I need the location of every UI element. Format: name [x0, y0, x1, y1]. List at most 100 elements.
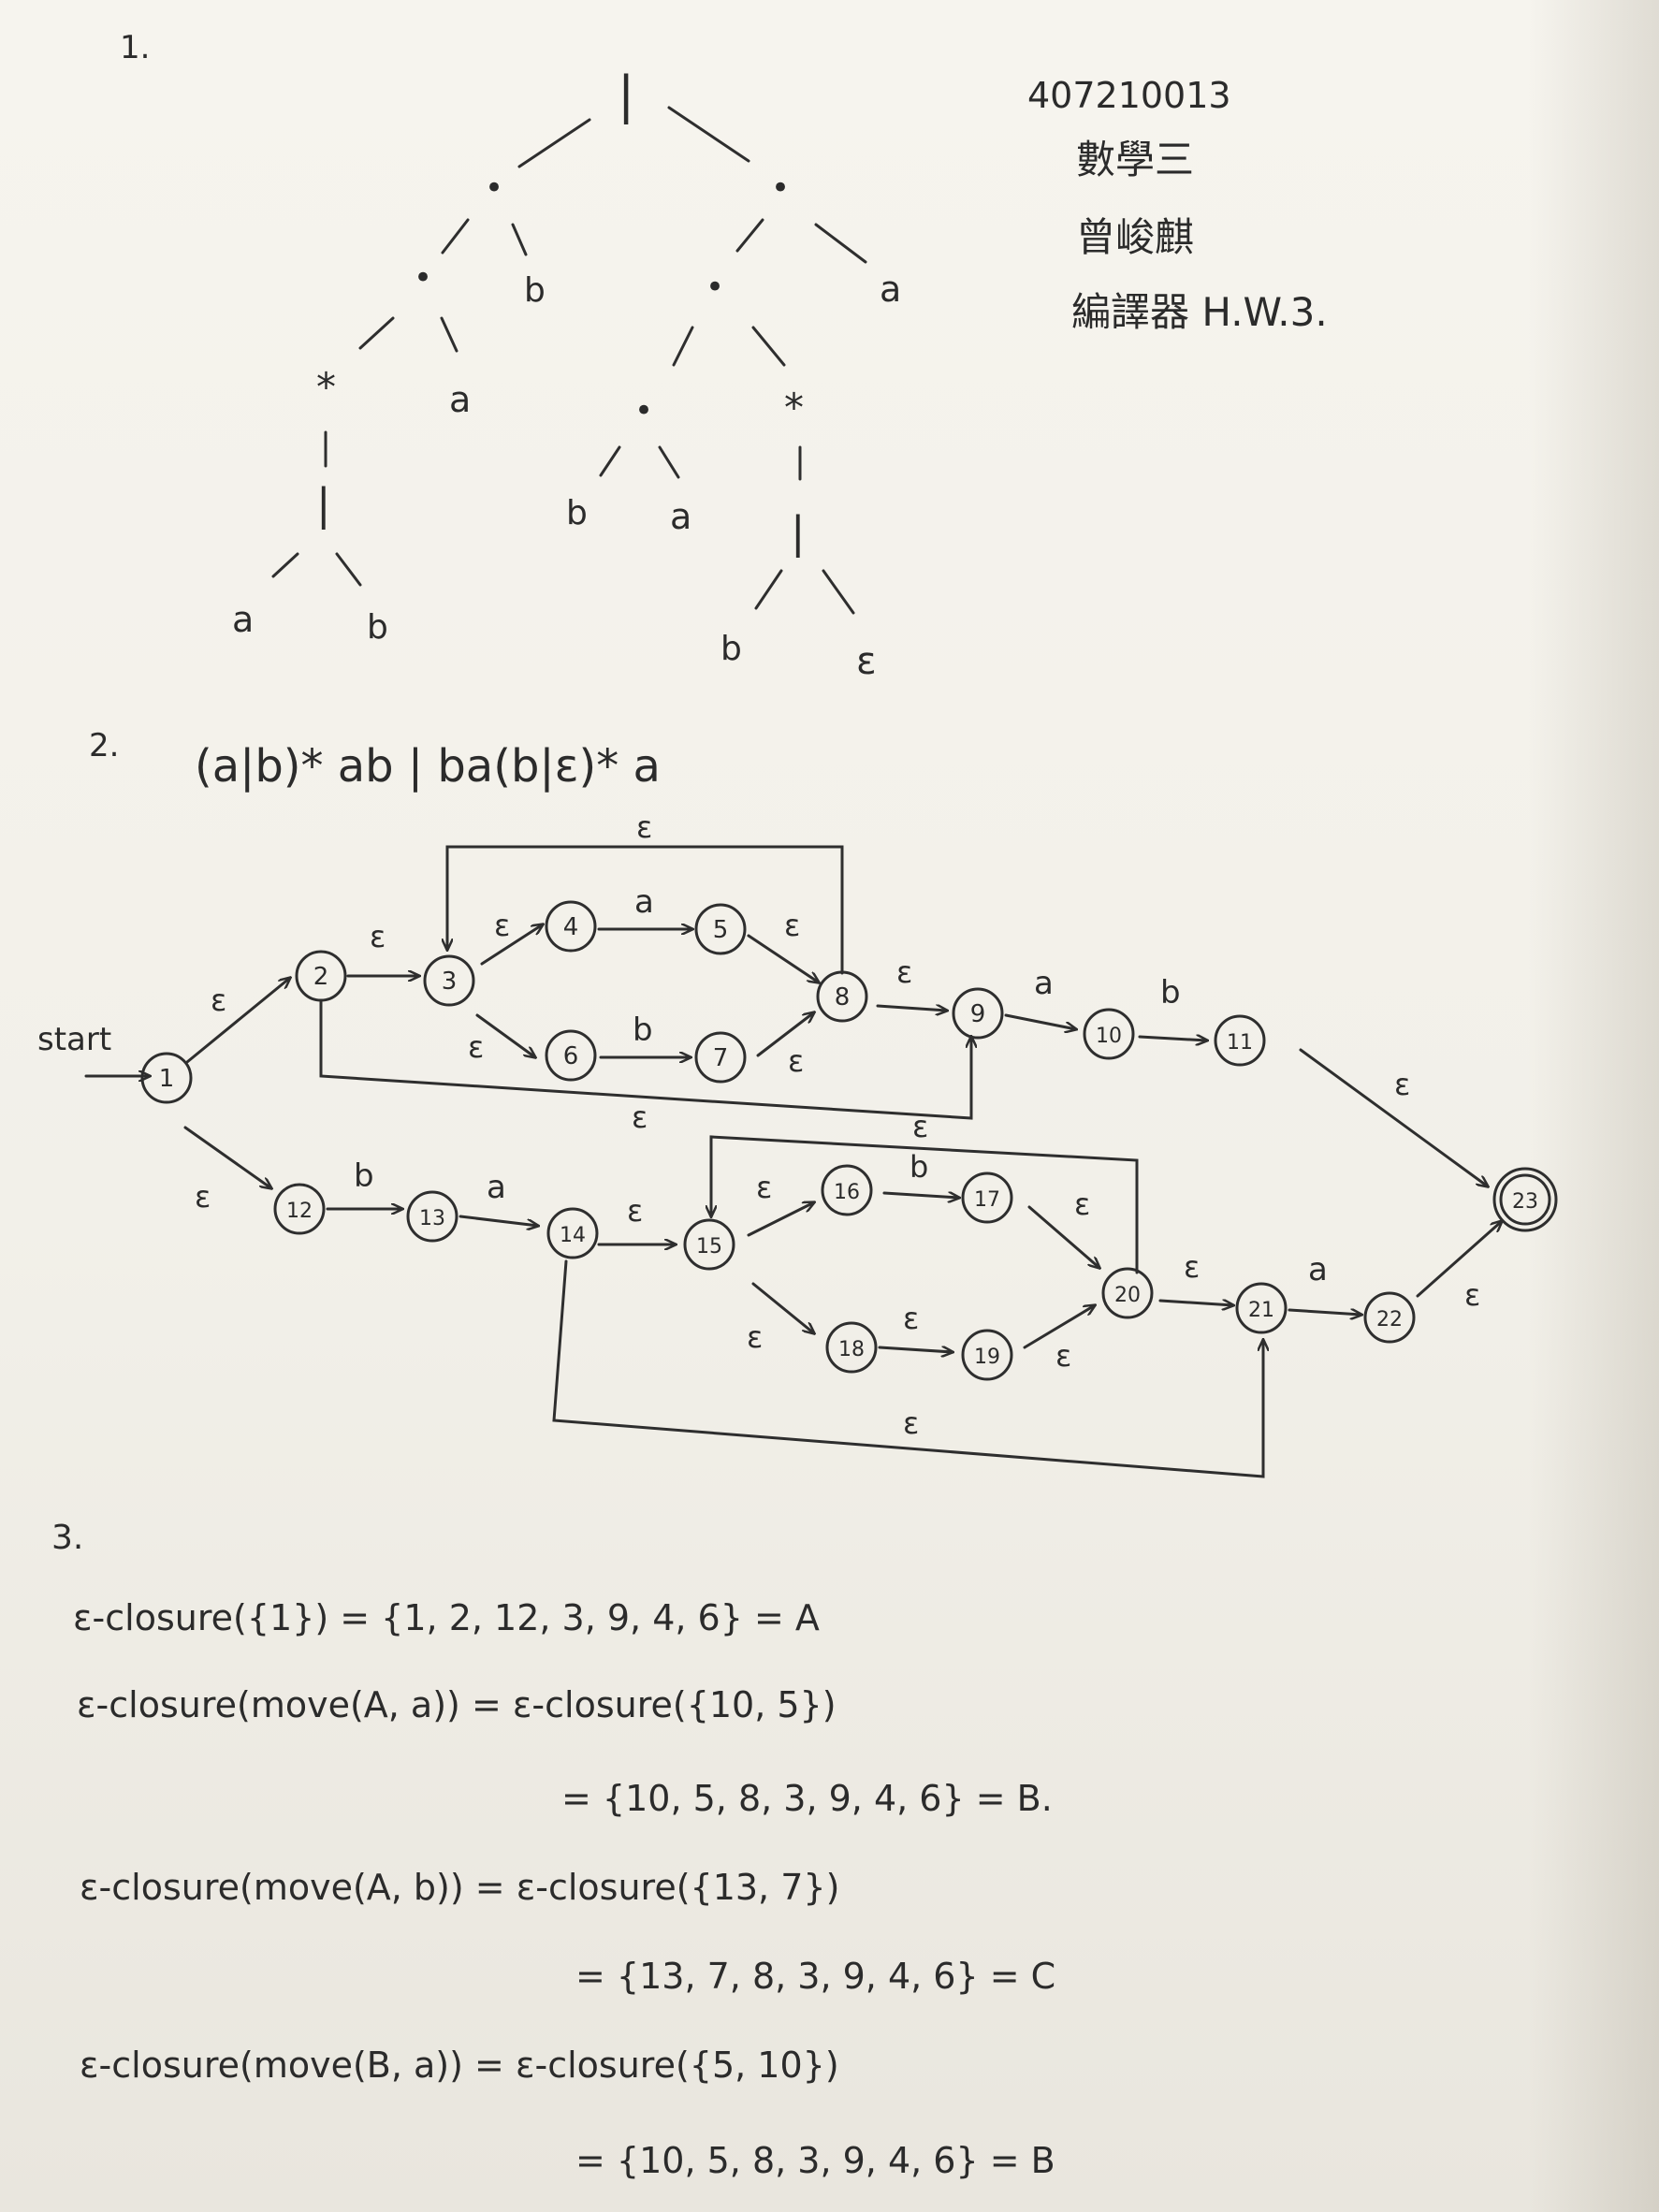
nfa-state-7 [694, 1031, 747, 1084]
tree-leaf: b [367, 608, 388, 647]
tree-edge [440, 316, 458, 353]
nfa-state-16 [821, 1164, 873, 1216]
student-id: 407210013 [1027, 75, 1231, 116]
nfa-state-label: 15 [696, 1235, 722, 1259]
nfa-state-label: 18 [838, 1338, 865, 1361]
label-a: a [487, 1169, 506, 1206]
tree-node-concat: • [634, 392, 653, 429]
department: 數學三 [1076, 137, 1194, 182]
label-eps: ε [632, 1099, 648, 1135]
tree-edge [822, 569, 855, 615]
transition-9-10 [1004, 1013, 1076, 1029]
q3-line-6: ε-closure(move(B, a)) = ε-closure({5, 10… [80, 2045, 839, 2086]
nfa-state-12 [273, 1183, 326, 1235]
tree-node-or: | [316, 479, 331, 531]
label-b: b [354, 1157, 374, 1195]
header: 407210013 數學三 曾峻麒 編譯器 H.W.3. [1027, 75, 1328, 335]
transition-18-19 [878, 1347, 953, 1352]
tree-edge [658, 445, 680, 479]
nfa-state-label: 10 [1096, 1025, 1122, 1048]
q3-line-2: ε-closure(move(A, a)) = ε-closure({10, 5… [77, 1684, 837, 1725]
nfa-state-label: 17 [974, 1188, 1000, 1212]
nfa-state-4 [545, 900, 597, 953]
nfa-state-label: 12 [286, 1200, 313, 1223]
transition-7-8 [756, 1012, 814, 1057]
label-eps: ε [627, 1193, 643, 1229]
label-eps: ε [903, 1301, 919, 1336]
start-label: start [37, 1021, 111, 1058]
label-eps: ε [494, 908, 510, 943]
tree-edge [667, 106, 750, 163]
nfa-state-label: 4 [563, 913, 579, 941]
label-a: a [1308, 1251, 1328, 1288]
label-a: a [634, 883, 654, 921]
q3-subset-construction: 3. ε-closure({1}) = {1, 2, 12, 3, 9, 4, … [51, 1519, 1055, 2181]
tree-leaf: b [720, 630, 742, 668]
nfa-state-9 [952, 987, 1004, 1040]
label-eps: ε [784, 908, 800, 943]
q3-line-7: = {10, 5, 8, 3, 9, 4, 6} = B [575, 2140, 1055, 2181]
tree-leaf: b [566, 494, 588, 532]
nfa-state-23 [1499, 1173, 1551, 1226]
transition-16-17 [882, 1193, 959, 1198]
transition-22-23 [1416, 1221, 1502, 1298]
tree-edge [599, 445, 621, 477]
transition-15-18 [751, 1282, 814, 1333]
q2-number: 2. [89, 727, 119, 764]
nfa-state-21 [1235, 1282, 1288, 1334]
nfa-state-label: 7 [713, 1044, 729, 1072]
label-eps: ε [756, 1170, 772, 1205]
nfa-state-15 [683, 1218, 735, 1271]
transition-1-2 [185, 978, 290, 1064]
tree-node-or: | [791, 507, 806, 559]
nfa-state-label: 14 [560, 1224, 586, 1247]
nfa-state-label: 1 [159, 1065, 175, 1093]
transition-8-9 [876, 1006, 947, 1011]
transition-20-15-loop [711, 1135, 1139, 1274]
nfa-state-17 [961, 1171, 1013, 1224]
label-eps: ε [370, 919, 386, 954]
nfa-state-label: 6 [563, 1042, 579, 1070]
tree-edge [672, 326, 694, 367]
nfa-state-6 [545, 1029, 597, 1082]
label-eps: ε [468, 1029, 484, 1065]
nfa-state-11 [1214, 1014, 1266, 1067]
course-title: 編譯器 H.W.3. [1071, 289, 1328, 335]
nfa-state-18 [825, 1321, 878, 1374]
tree-edge [754, 569, 783, 610]
nfa-state-label: 5 [713, 916, 729, 944]
tree-node-root: | [618, 65, 634, 124]
label-eps: ε [747, 1319, 763, 1355]
transition-17-20 [1027, 1205, 1099, 1268]
q3-number: 3. [51, 1519, 83, 1557]
tree-edge [517, 118, 591, 168]
transition-14-21-bypass [552, 1259, 1263, 1478]
nfa-state-10 [1083, 1008, 1135, 1060]
nfa-state-20 [1101, 1267, 1154, 1319]
nfa-state-label: 9 [970, 1000, 986, 1028]
nfa-state-label: 11 [1227, 1031, 1253, 1055]
transition-3-6 [475, 1013, 535, 1057]
transition-21-22 [1288, 1310, 1361, 1315]
label-b: b [1160, 974, 1181, 1011]
tree-leaf: a [670, 496, 691, 537]
q2-regex: (a|b)* ab | ba(b|ε)* a [195, 740, 661, 793]
transition-19-20 [1023, 1305, 1095, 1349]
nfa-state-label: 20 [1114, 1284, 1141, 1307]
transition-13-14 [458, 1215, 538, 1226]
nfa-state-label: 2 [313, 963, 329, 991]
nfa-state-22 [1363, 1291, 1416, 1344]
nfa-state-label: 19 [974, 1346, 1000, 1369]
tree-edge [735, 218, 764, 253]
tree-edge [358, 316, 395, 350]
label-eps: ε [1464, 1277, 1480, 1313]
tree-edge [751, 326, 786, 367]
label-b: b [910, 1149, 928, 1185]
tree-edge [814, 223, 867, 264]
tree-edge [441, 218, 470, 255]
nfa-state-label: 21 [1248, 1299, 1274, 1322]
